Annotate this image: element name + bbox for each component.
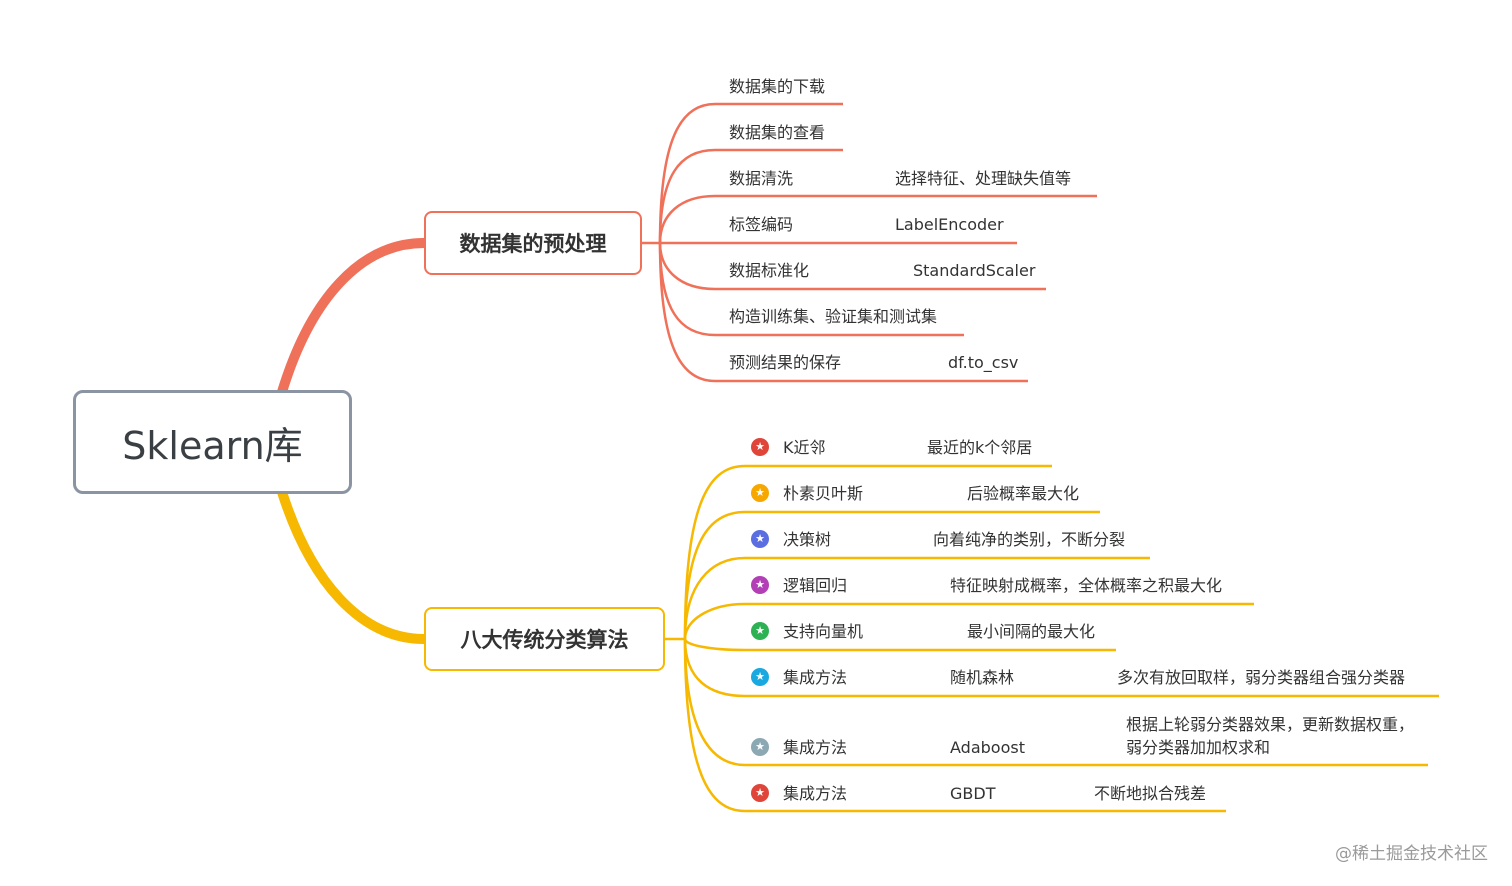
subtopic-label-encoding[interactable]: 标签编码 (729, 215, 794, 234)
subtopic-decision-tree[interactable]: 决策树 (783, 530, 832, 549)
branch2-connectors (665, 464, 1439, 813)
root-label: Sklearn库 (122, 423, 303, 468)
subtopic-ensemble[interactable]: 集成方法 (783, 668, 848, 687)
branch1-item1-curve (658, 102, 843, 244)
branch2-item4-curve (683, 602, 1254, 640)
subtopic-detail-2[interactable]: 不断地拟合残差 (1094, 784, 1207, 803)
star-icon: ★ (751, 438, 769, 456)
subtopic-knn[interactable]: K近邻 (783, 438, 826, 457)
root-to-branch2-connector (277, 487, 429, 644)
branch-node-classifiers[interactable]: 八大传统分类算法 (424, 607, 665, 671)
star-icon: ★ (751, 738, 769, 756)
subtopic-detail[interactable]: 特征映射成概率，全体概率之积最大化 (950, 576, 1223, 595)
branch1-item2-curve (658, 148, 843, 244)
branch1-item7-curve (658, 242, 1028, 383)
branch1-connectors (642, 102, 1097, 383)
branch2-item8-curve (683, 638, 1226, 813)
subtopic-detail[interactable]: GBDT (950, 784, 996, 803)
star-icon: ★ (751, 784, 769, 802)
subtopic-detail[interactable]: 最近的k个邻居 (927, 438, 1033, 457)
subtopic-detail[interactable]: StandardScaler (913, 261, 1036, 280)
subtopic-detail[interactable]: 选择特征、处理缺失值等 (895, 169, 1072, 188)
subtopic-detail[interactable]: df.to_csv (948, 353, 1019, 372)
subtopic-dataset-download[interactable]: 数据集的下载 (729, 77, 826, 96)
subtopic-detail[interactable]: LabelEncoder (895, 215, 1004, 234)
branch2-item2-curve (683, 510, 1100, 640)
root-node[interactable]: Sklearn库 (73, 390, 352, 494)
watermark: @稀土掘金技术社区 (1335, 844, 1488, 864)
star-icon: ★ (751, 530, 769, 548)
subtopic-detail[interactable]: 后验概率最大化 (967, 484, 1080, 503)
subtopic-detail-2[interactable]: 多次有放回取样，弱分类器组合强分类器 (1117, 668, 1406, 687)
star-icon: ★ (751, 484, 769, 502)
star-icon: ★ (751, 668, 769, 686)
subtopic-ensemble[interactable]: 集成方法 (783, 784, 848, 803)
branch-node-preprocessing[interactable]: 数据集的预处理 (424, 211, 642, 275)
branch-label: 数据集的预处理 (459, 232, 607, 256)
star-icon: ★ (751, 622, 769, 640)
subtopic-ensemble[interactable]: 集成方法 (783, 738, 848, 757)
subtopic-svm[interactable]: 支持向量机 (783, 622, 864, 641)
branch-label: 八大传统分类算法 (460, 628, 629, 652)
subtopic-dataset-view[interactable]: 数据集的查看 (729, 123, 826, 142)
subtopic-save-predictions[interactable]: 预测结果的保存 (729, 353, 842, 372)
subtopic-data-cleaning[interactable]: 数据清洗 (729, 169, 794, 188)
branch2-item1-curve (683, 464, 1052, 640)
subtopic-detail[interactable]: 向着纯净的类别，不断分裂 (933, 530, 1126, 549)
subtopic-detail[interactable]: 随机森林 (950, 668, 1015, 687)
subtopic-standardization[interactable]: 数据标准化 (729, 261, 810, 280)
root-to-branch1-connector (277, 238, 429, 397)
subtopic-dataset-split[interactable]: 构造训练集、验证集和测试集 (729, 307, 938, 326)
subtopic-detail[interactable]: Adaboost (950, 738, 1025, 757)
star-icon: ★ (751, 576, 769, 594)
subtopic-detail-2[interactable]: 根据上轮弱分类器效果，更新数据权重，弱分类器加加权求和 (1126, 715, 1415, 757)
branch2-item3-curve (683, 556, 1150, 640)
subtopic-naive-bayes[interactable]: 朴素贝叶斯 (783, 484, 864, 503)
subtopic-logistic-regression[interactable]: 逻辑回归 (783, 576, 848, 595)
branch1-item3-curve (658, 194, 1097, 244)
subtopic-detail[interactable]: 最小间隔的最大化 (967, 622, 1096, 641)
